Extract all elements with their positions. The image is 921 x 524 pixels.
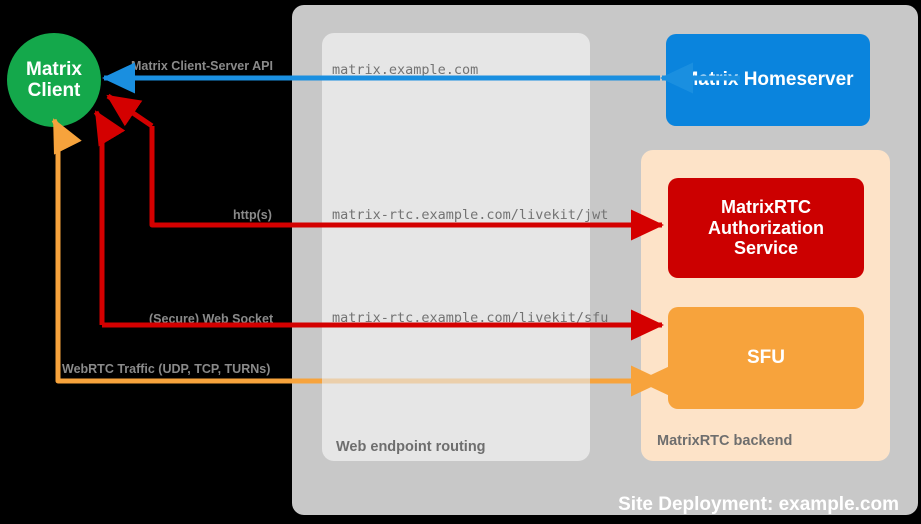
flow-label-matrix-client-server-api: Matrix Client-Server API (131, 59, 273, 73)
wire-web-socket (93, 110, 665, 341)
node-matrix-client[interactable]: Matrix Client (7, 33, 101, 127)
flow-label-https: http(s) (233, 208, 272, 222)
endpoint-url-livekit-jwt: matrix-rtc.example.com/livekit/jwt (332, 207, 609, 223)
matrix-client-label-line1: Matrix (26, 58, 82, 80)
matrix-client-label-line2: Client (27, 80, 81, 101)
site-deployment-label: Site Deployment: example.com (618, 494, 899, 515)
auth-label-line1: MatrixRTC (720, 196, 811, 217)
flow-label-webrtc-traffic: WebRTC Traffic (UDP, TCP, TURNs) (62, 362, 271, 376)
endpoint-url-matrix: matrix.example.com (332, 62, 479, 78)
web-endpoint-routing-label: Web endpoint routing (336, 439, 486, 455)
matrixrtc-backend-label: MatrixRTC backend (657, 433, 793, 449)
matrix-homeserver-label: Matrix Homeserver (682, 68, 854, 90)
node-matrixrtc-authorization-service[interactable]: MatrixRTC Authorization Service (668, 178, 864, 278)
node-sfu[interactable]: SFU (668, 307, 864, 409)
endpoint-url-livekit-sfu: matrix-rtc.example.com/livekit/sfu (332, 310, 609, 326)
auth-label-line3: Service (733, 238, 799, 259)
wire-webrtc-traffic (51, 118, 671, 397)
auth-label-line2: Authorization (708, 217, 824, 238)
web-endpoint-routing-container (322, 33, 590, 461)
matrixrtc-authorization-service-label: MatrixRTC Authorization Service (708, 197, 824, 260)
sfu-label: SFU (747, 346, 785, 368)
wire-https (106, 93, 665, 241)
